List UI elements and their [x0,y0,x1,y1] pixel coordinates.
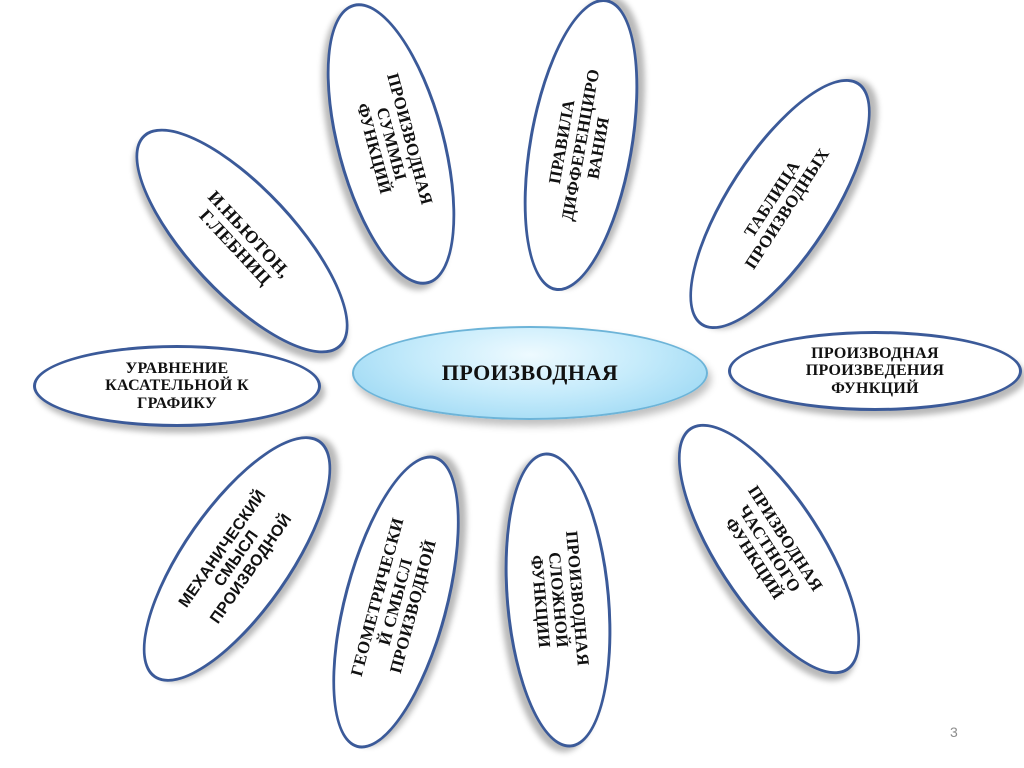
center-node: ПРОИЗВОДНАЯ [352,326,708,420]
petal-tangent-equation: УРАВНЕНИЕ КАСАТЕЛЬНОЙ К ГРАФИКУ [33,345,321,427]
petal-derivative-table: ТАБЛИЦА ПРОИЗВОДНЫХ [656,53,904,355]
center-label: ПРОИЗВОДНАЯ [441,360,619,385]
petal-complex-derivative: ПРОИЗВОДНАЯ СЛОЖНОЙ ФУНКЦИИ [493,448,623,752]
petal-label: МЕХАНИЧЕСКИЙ СМЫСЛ ПРОИЗВОДНОЙ [175,487,296,627]
petal-label: ПРАВИЛА ДИФФЕРЕНЦИРО ВАНИЯ [545,67,614,223]
petal-label: ПРОИЗВОДНАЯ ПРОИЗВЕДЕНИЯ ФУНКЦИЙ [805,345,945,397]
petal-label: ПРИЗВОДНАЯ ЧАСТНОГО ФУНКЦИЙ [720,482,827,603]
petal-mechanical-meaning: МЕХАНИЧЕСКИЙ СМЫСЛ ПРОИЗВОДНОЙ [109,409,365,709]
petal-sum-derivative: ПРОИЗВОДНАЯ СУММЫ ФУНКЦИЙ [301,0,481,299]
petal-label: ТАБЛИЦА ПРОИЗВОДНЫХ [740,144,834,273]
petal-quotient-derivative: ПРИЗВОДНАЯ ЧАСТНОГО ФУНКЦИЙ [644,397,894,701]
petal-diff-rules: ПРАВИЛА ДИФФЕРЕНЦИРО ВАНИЯ [504,0,658,300]
petal-label: ГЕОМЕТРИЧЕСКИ Й СМЫСЛ ПРОИЗВОДНОЙ [347,515,441,679]
petal-label: И.НЬЮТОН, Г.ЛЕБНИЦ [195,186,295,289]
page-number: 3 [950,724,958,740]
petal-label: ПРОИЗВОДНАЯ СЛОЖНОЙ ФУНКЦИИ [526,530,593,667]
petal-label: УРАВНЕНИЕ КАСАТЕЛЬНОЙ К ГРАФИКУ [105,360,249,412]
petal-geometric-meaning: ГЕОМЕТРИЧЕСКИ Й СМЫСЛ ПРОИЗВОДНОЙ [306,442,486,762]
petal-product-derivative: ПРОИЗВОДНАЯ ПРОИЗВЕДЕНИЯ ФУНКЦИЙ [728,331,1022,411]
petal-label: ПРОИЗВОДНАЯ СУММЫ ФУНКЦИЙ [352,71,437,207]
